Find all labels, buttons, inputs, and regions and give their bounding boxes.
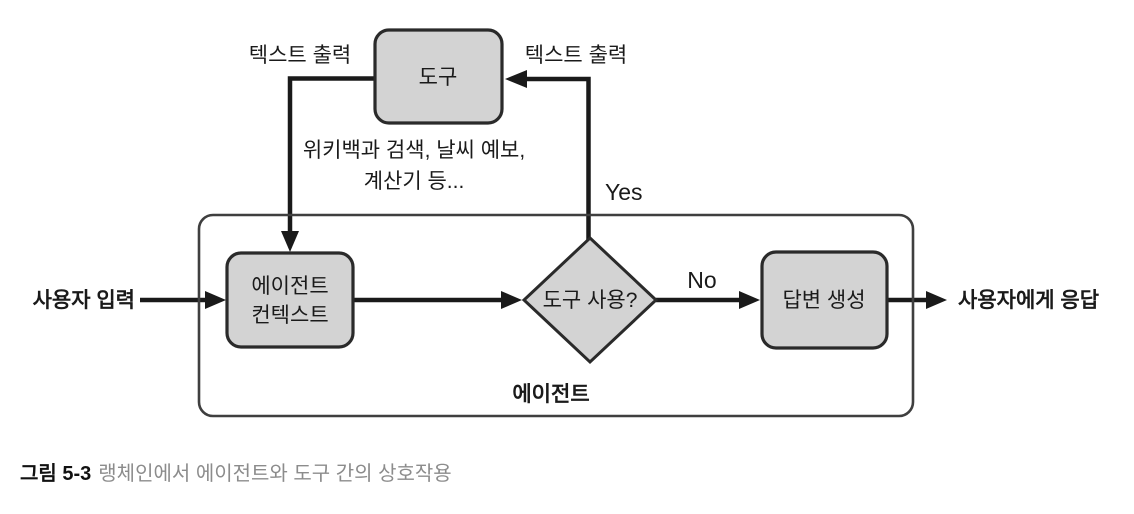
tool-box (373, 28, 504, 125)
user-response-label: 사용자에게 응답 (958, 289, 1099, 312)
decision-diamond (521, 235, 659, 365)
figure-caption-text: 랭체인에서 에이전트와 도구 간의 상호작용 (98, 463, 452, 485)
tool-box-label: 도구 (419, 66, 458, 89)
tool-examples-line1: 위키백과 검색, 날씨 예보, (303, 139, 525, 162)
agent-container (197, 213, 915, 418)
answer-box-label: 답변 생성 (782, 289, 865, 312)
answer-box (760, 250, 889, 350)
agent-context-label-line2: 컨텍스트 (251, 304, 328, 327)
yes-branch-label: Yes (605, 179, 643, 205)
no-branch-label: No (687, 267, 716, 293)
tool-examples-line2: 계산기 등... (364, 170, 465, 193)
decision-diamond-label: 도구 사용? (543, 289, 638, 312)
arrow-answer-to-user (887, 291, 947, 309)
arrow-tool-to-context (281, 76, 375, 252)
tool-output-label-left: 텍스트 출력 (249, 44, 351, 67)
figure-caption: 그림 5-3 랭체인에서 에이전트와 도구 간의 상호작용 (20, 457, 452, 486)
agent-context-label-line1: 에이전트 (251, 275, 328, 298)
arrow-context-to-decision (353, 291, 522, 309)
agent-container-label: 에이전트 (512, 383, 589, 406)
tool-output-label-right: 텍스트 출력 (525, 44, 627, 67)
arrow-decision-to-answer-no (656, 291, 760, 309)
figure-number: 그림 5-3 (20, 463, 92, 485)
arrow-decision-to-tool-yes (505, 70, 591, 240)
arrow-user-input (140, 291, 226, 309)
agent-context-box (225, 251, 355, 349)
user-input-label: 사용자 입력 (33, 289, 135, 312)
